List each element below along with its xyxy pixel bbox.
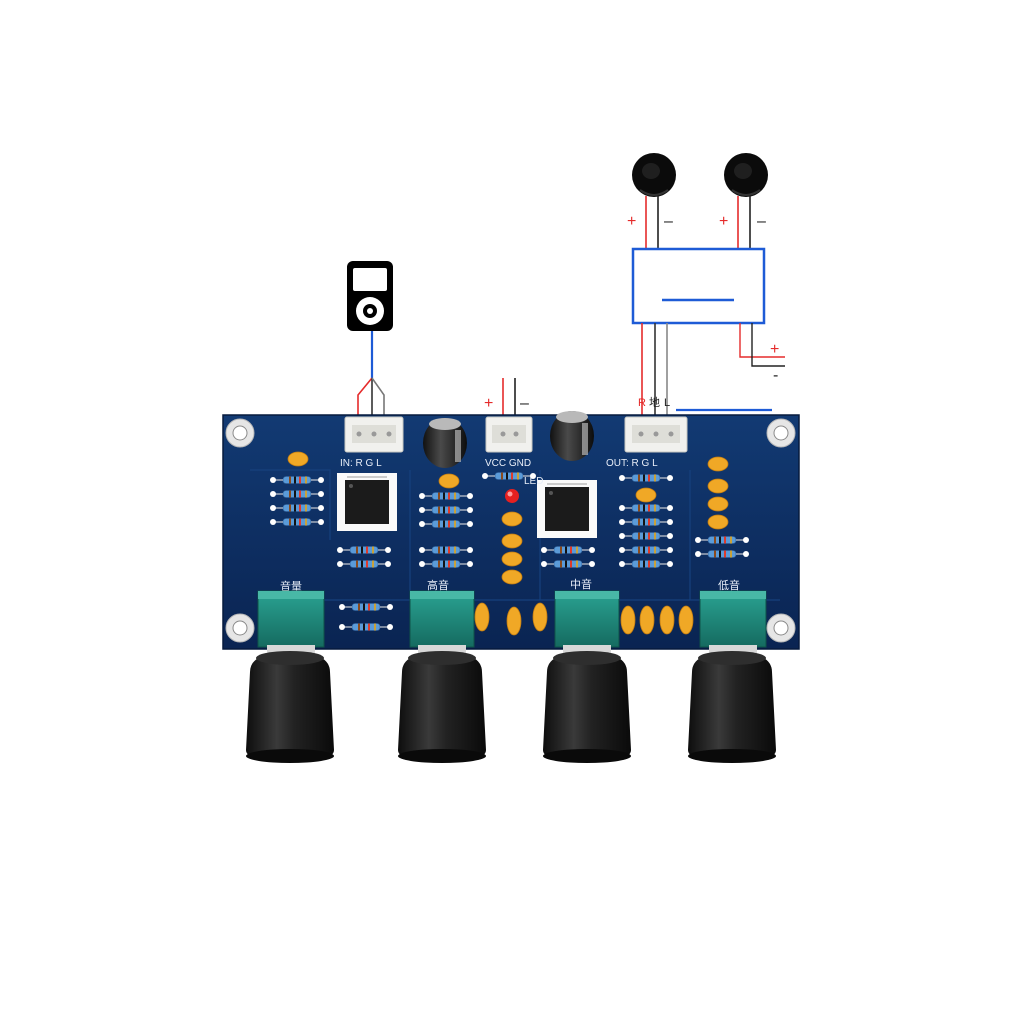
speaker-icon	[724, 153, 768, 197]
input-header-connector	[344, 416, 404, 453]
output-header-label: OUT: R G L	[606, 458, 658, 469]
electrolytic-capacitor	[423, 418, 467, 468]
input-header-label: IN: R G L	[340, 458, 382, 469]
power-minus-label: –	[520, 395, 529, 412]
power-header-connector	[485, 416, 533, 453]
mounting-hole	[225, 613, 255, 643]
volume-knob[interactable]	[246, 590, 334, 763]
output-cable: R 地 L	[638, 323, 772, 428]
speaker-left-plus-label: +	[627, 213, 636, 230]
out-pin-r-label: R	[638, 397, 646, 409]
speaker-left-minus-label: –	[664, 213, 673, 230]
treble-knob-label: 高音	[427, 578, 449, 592]
potentiometer-knob-icon	[398, 651, 486, 763]
potentiometer-knob-icon	[688, 651, 776, 763]
treble-knob[interactable]	[398, 590, 486, 763]
volume-knob-label: 音量	[280, 579, 302, 593]
speaker-right-minus-label: –	[757, 213, 766, 230]
power-led	[505, 489, 519, 503]
mounting-hole	[766, 418, 796, 448]
led-label: LED	[524, 476, 543, 487]
bass-knob-label: 低音	[718, 578, 740, 592]
potentiometer-knob-icon	[543, 651, 631, 763]
speaker-icon	[632, 153, 676, 197]
output-header-connector	[624, 416, 688, 453]
bass-knob[interactable]	[688, 590, 776, 763]
mounting-hole	[766, 613, 796, 643]
electrolytic-capacitor	[550, 411, 594, 461]
amplifier-power-cable: + -	[739, 323, 785, 384]
amplifier-icon	[631, 247, 766, 325]
audio-player-icon	[347, 261, 393, 331]
amp-plus-label: +	[770, 341, 779, 358]
speaker-left: + –	[627, 153, 676, 249]
op-amp-chip	[537, 480, 597, 538]
amp-minus-label: -	[773, 367, 778, 384]
op-amp-chip	[337, 473, 397, 531]
out-pin-l-label: L	[664, 397, 670, 409]
speaker-right: + –	[719, 153, 768, 249]
mid-knob[interactable]	[543, 590, 631, 763]
out-pin-ground-label: 地	[649, 396, 660, 409]
input-cable	[357, 331, 385, 428]
mounting-hole	[225, 418, 255, 448]
power-header-label: VCC GND	[485, 458, 531, 469]
speaker-right-plus-label: +	[719, 213, 728, 230]
potentiometer-knob-icon	[246, 651, 334, 763]
power-plus-label: +	[484, 395, 493, 412]
mid-knob-label: 中音	[570, 577, 592, 591]
